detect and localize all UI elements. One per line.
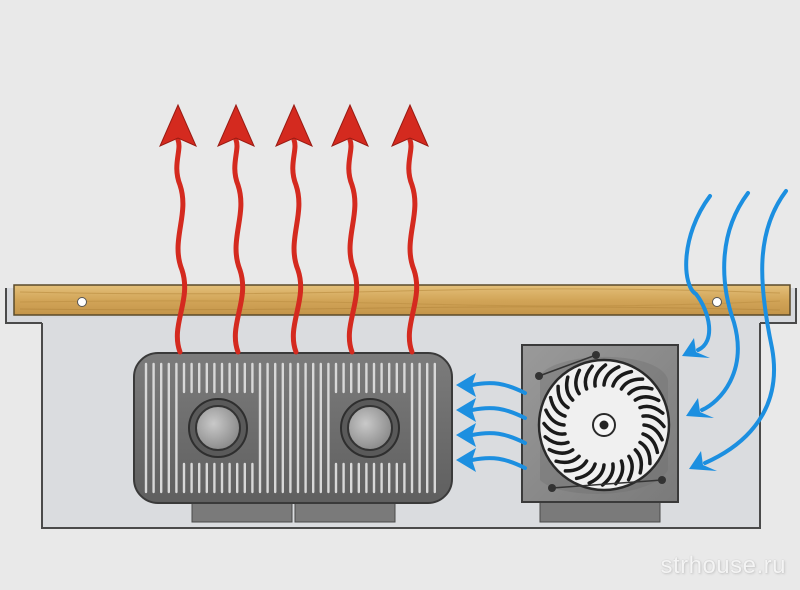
- cool-air-arrow: [689, 189, 788, 471]
- fan-flow-arrow: [456, 423, 527, 447]
- watermark-text: strhouse.ru: [660, 552, 786, 579]
- radiator-pipe-right: [340, 398, 400, 458]
- cool-air-arrow: [682, 194, 712, 358]
- radiator-pipe-left: [188, 398, 248, 458]
- fan-blades: [542, 363, 666, 487]
- warm-air-arrow: [159, 103, 197, 355]
- floor-grille: [13, 284, 791, 316]
- cool-air-arrow: [686, 191, 750, 418]
- fan-flow-arrow: [456, 398, 527, 422]
- warm-air-arrow: [217, 103, 255, 355]
- warm-air-arrow: [275, 103, 313, 355]
- heat-exchanger: [133, 352, 453, 504]
- warm-air-arrow: [331, 103, 369, 355]
- warm-air-arrow: [391, 103, 429, 355]
- cool-air-arrows: [682, 189, 788, 471]
- grille-screw-hole-right: [712, 297, 722, 307]
- tangential-fan: [521, 344, 679, 503]
- grille-screw-hole-left: [77, 297, 87, 307]
- fan-to-radiator-arrows: [456, 373, 527, 472]
- fan-flow-arrow: [456, 448, 527, 472]
- fan-flow-arrow: [456, 373, 527, 397]
- fan-foot: [539, 499, 661, 523]
- radiator-fins: [144, 362, 436, 494]
- warm-air-arrows: [159, 103, 429, 355]
